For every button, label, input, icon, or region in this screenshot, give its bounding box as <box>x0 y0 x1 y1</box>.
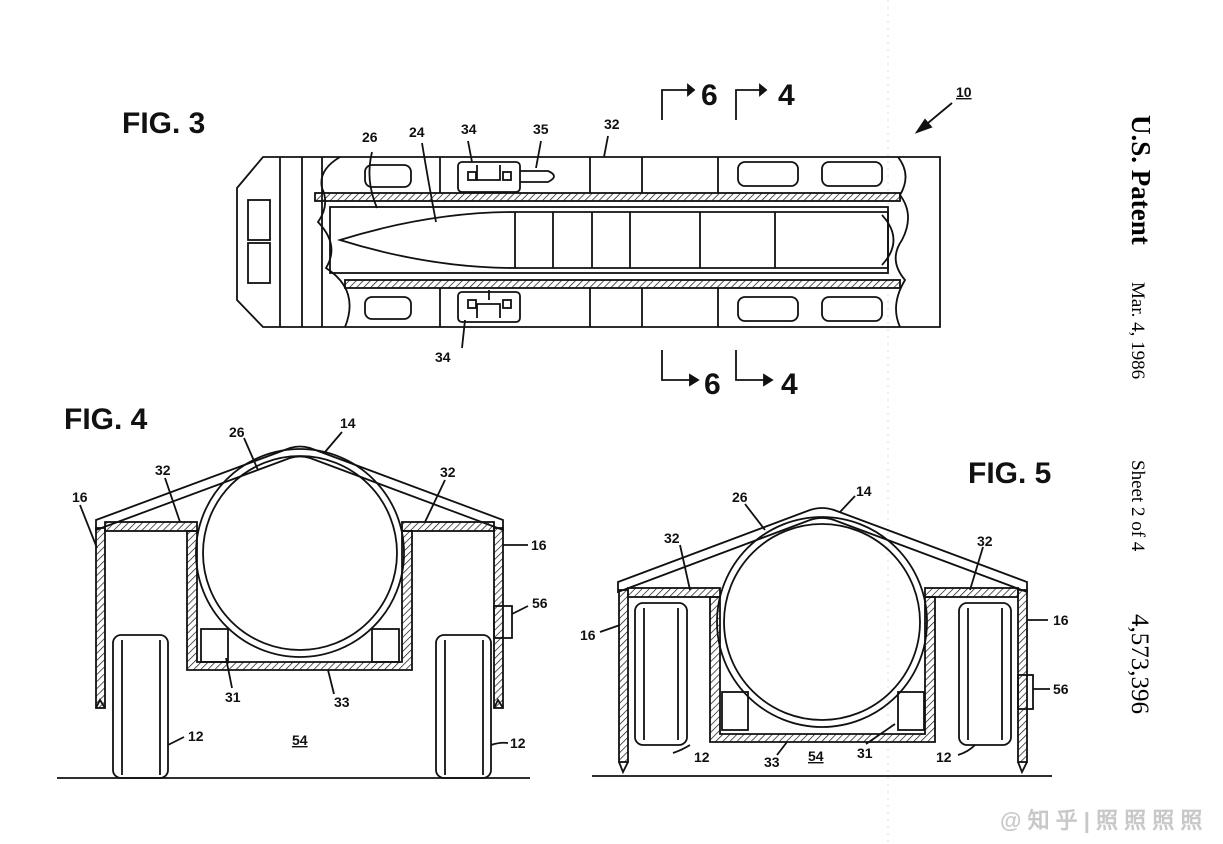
fig4-label: FIG. 4 <box>64 403 148 436</box>
patent-sheet: Sheet 2 of 4 <box>1127 460 1148 552</box>
fig5-ref-16-right: 16 <box>1053 612 1069 628</box>
fig5-ref-56: 56 <box>1053 681 1069 697</box>
fig4-plate-right <box>401 521 495 532</box>
fig3-wall-bottom <box>344 279 901 289</box>
fig5-ref-33: 33 <box>764 754 780 770</box>
fig4-ref-14: 14 <box>340 415 356 431</box>
patent-number: 4,573,396 <box>1126 614 1153 714</box>
fig3-ref-32: 32 <box>604 116 620 132</box>
fig3-section-6-top: 6 <box>701 79 718 112</box>
patent-header: U.S. Patent Mar. 4, 1986 Sheet 2 of 4 4,… <box>1126 115 1156 714</box>
fig4-side-panel-right <box>493 527 504 709</box>
fig5-tub <box>709 596 936 743</box>
fig4-reference-numerals: 26 14 32 32 16 16 56 31 33 12 54 12 <box>72 415 548 751</box>
fig3-section-6-bottom: 6 <box>704 368 721 401</box>
fig4-sensor <box>493 605 513 639</box>
fig5-ref-54: 54 <box>808 748 824 764</box>
fig4-ref-56: 56 <box>532 595 548 611</box>
fig3-ref-35: 35 <box>533 121 549 137</box>
fig5-ref-32-right: 32 <box>977 533 993 549</box>
fig4-plate-left <box>104 521 198 532</box>
fig3-ref-34-bottom: 34 <box>435 349 451 365</box>
fig3-drawing: FIG. 3 <box>122 83 953 387</box>
fig4-block <box>200 628 229 663</box>
fig5-plate-right <box>924 587 1019 598</box>
fig3-slot <box>364 296 412 320</box>
fig4-ref-12-left: 12 <box>188 728 204 744</box>
fig4-ref-12-right: 12 <box>510 735 526 751</box>
fig5-ref-32-left: 32 <box>664 530 680 546</box>
fig5-side-panel-left <box>618 589 629 763</box>
watermark: @ 知 乎 | 照 照 照 照 <box>1000 808 1202 833</box>
fig4-ref-16-left: 16 <box>72 489 88 505</box>
fig3-ref-24: 24 <box>409 124 425 140</box>
patent-date: Mar. 4, 1986 <box>1127 282 1148 379</box>
fig3-break-left <box>316 156 351 328</box>
fig3-slot <box>737 296 799 322</box>
fig3-slot <box>364 164 412 188</box>
fig5-ref-14: 14 <box>856 483 872 499</box>
fig4-ref-26: 26 <box>229 424 245 440</box>
fig3-section-4-bottom: 4 <box>781 368 798 401</box>
fig5-block <box>721 691 749 731</box>
fig5-ref-31: 31 <box>857 745 873 761</box>
fig5-plate-left <box>627 587 721 598</box>
fig5-ref-12-right: 12 <box>936 749 952 765</box>
fig3-slot <box>821 296 883 322</box>
fig5-sensor <box>1017 674 1034 710</box>
fig5-wheel-right <box>958 602 1012 746</box>
fig3-break-right <box>894 156 909 328</box>
fig5-ref-12-left: 12 <box>694 749 710 765</box>
fig3-wall-top <box>314 192 901 202</box>
fig3-slot <box>821 161 883 187</box>
fig4-wheel-left <box>112 634 169 779</box>
fig4-side-panel-left <box>95 527 106 709</box>
fig5-canister <box>723 523 921 721</box>
fig3-latch-top <box>457 161 521 193</box>
fig5-side-panel-right <box>1017 589 1028 763</box>
fig5-ref-26: 26 <box>732 489 748 505</box>
fig3-outer-body <box>236 156 941 328</box>
patent-title: U.S. Patent <box>1126 115 1156 245</box>
fig5-label: FIG. 5 <box>968 457 1051 490</box>
fig3-ref-34-top: 34 <box>461 121 477 137</box>
fig3-ref-10: 10 <box>956 84 972 100</box>
fig4-wheel-right <box>435 634 492 779</box>
fig5-block <box>897 691 925 731</box>
fig5-wheel-left <box>634 602 688 746</box>
fig4-block <box>371 628 400 663</box>
fig3-pin <box>520 170 555 183</box>
fig3-reference-numerals: 10 26 24 34 35 32 34 6 4 6 4 <box>362 79 972 401</box>
fig5-reference-numerals: 26 14 32 32 16 16 56 12 33 54 31 12 <box>580 483 1069 770</box>
fig4-ref-54: 54 <box>292 732 308 748</box>
fig4-ref-16-right: 16 <box>531 537 547 553</box>
fig4-ref-32-right: 32 <box>440 464 456 480</box>
fig4-ref-31: 31 <box>225 689 241 705</box>
fig3-projectile <box>336 211 889 269</box>
fig3-slot <box>737 161 799 187</box>
fig4-ref-33: 33 <box>334 694 350 710</box>
fig4-canister <box>202 455 398 651</box>
fig3-section-4-top: 4 <box>778 79 795 112</box>
fig3-end-window-top <box>247 199 271 241</box>
fig4-drawing: FIG. 4 <box>57 403 530 779</box>
fig5-roof <box>617 507 1028 594</box>
fig3-canister <box>329 206 889 274</box>
fig3-end-window-bottom <box>247 242 271 284</box>
fig3-ref-26: 26 <box>362 129 378 145</box>
fig3-label: FIG. 3 <box>122 107 205 140</box>
fig5-drawing: FIG. 5 <box>592 457 1052 777</box>
fig4-ref-32-left: 32 <box>155 462 171 478</box>
fig5-ref-16-left: 16 <box>580 627 596 643</box>
